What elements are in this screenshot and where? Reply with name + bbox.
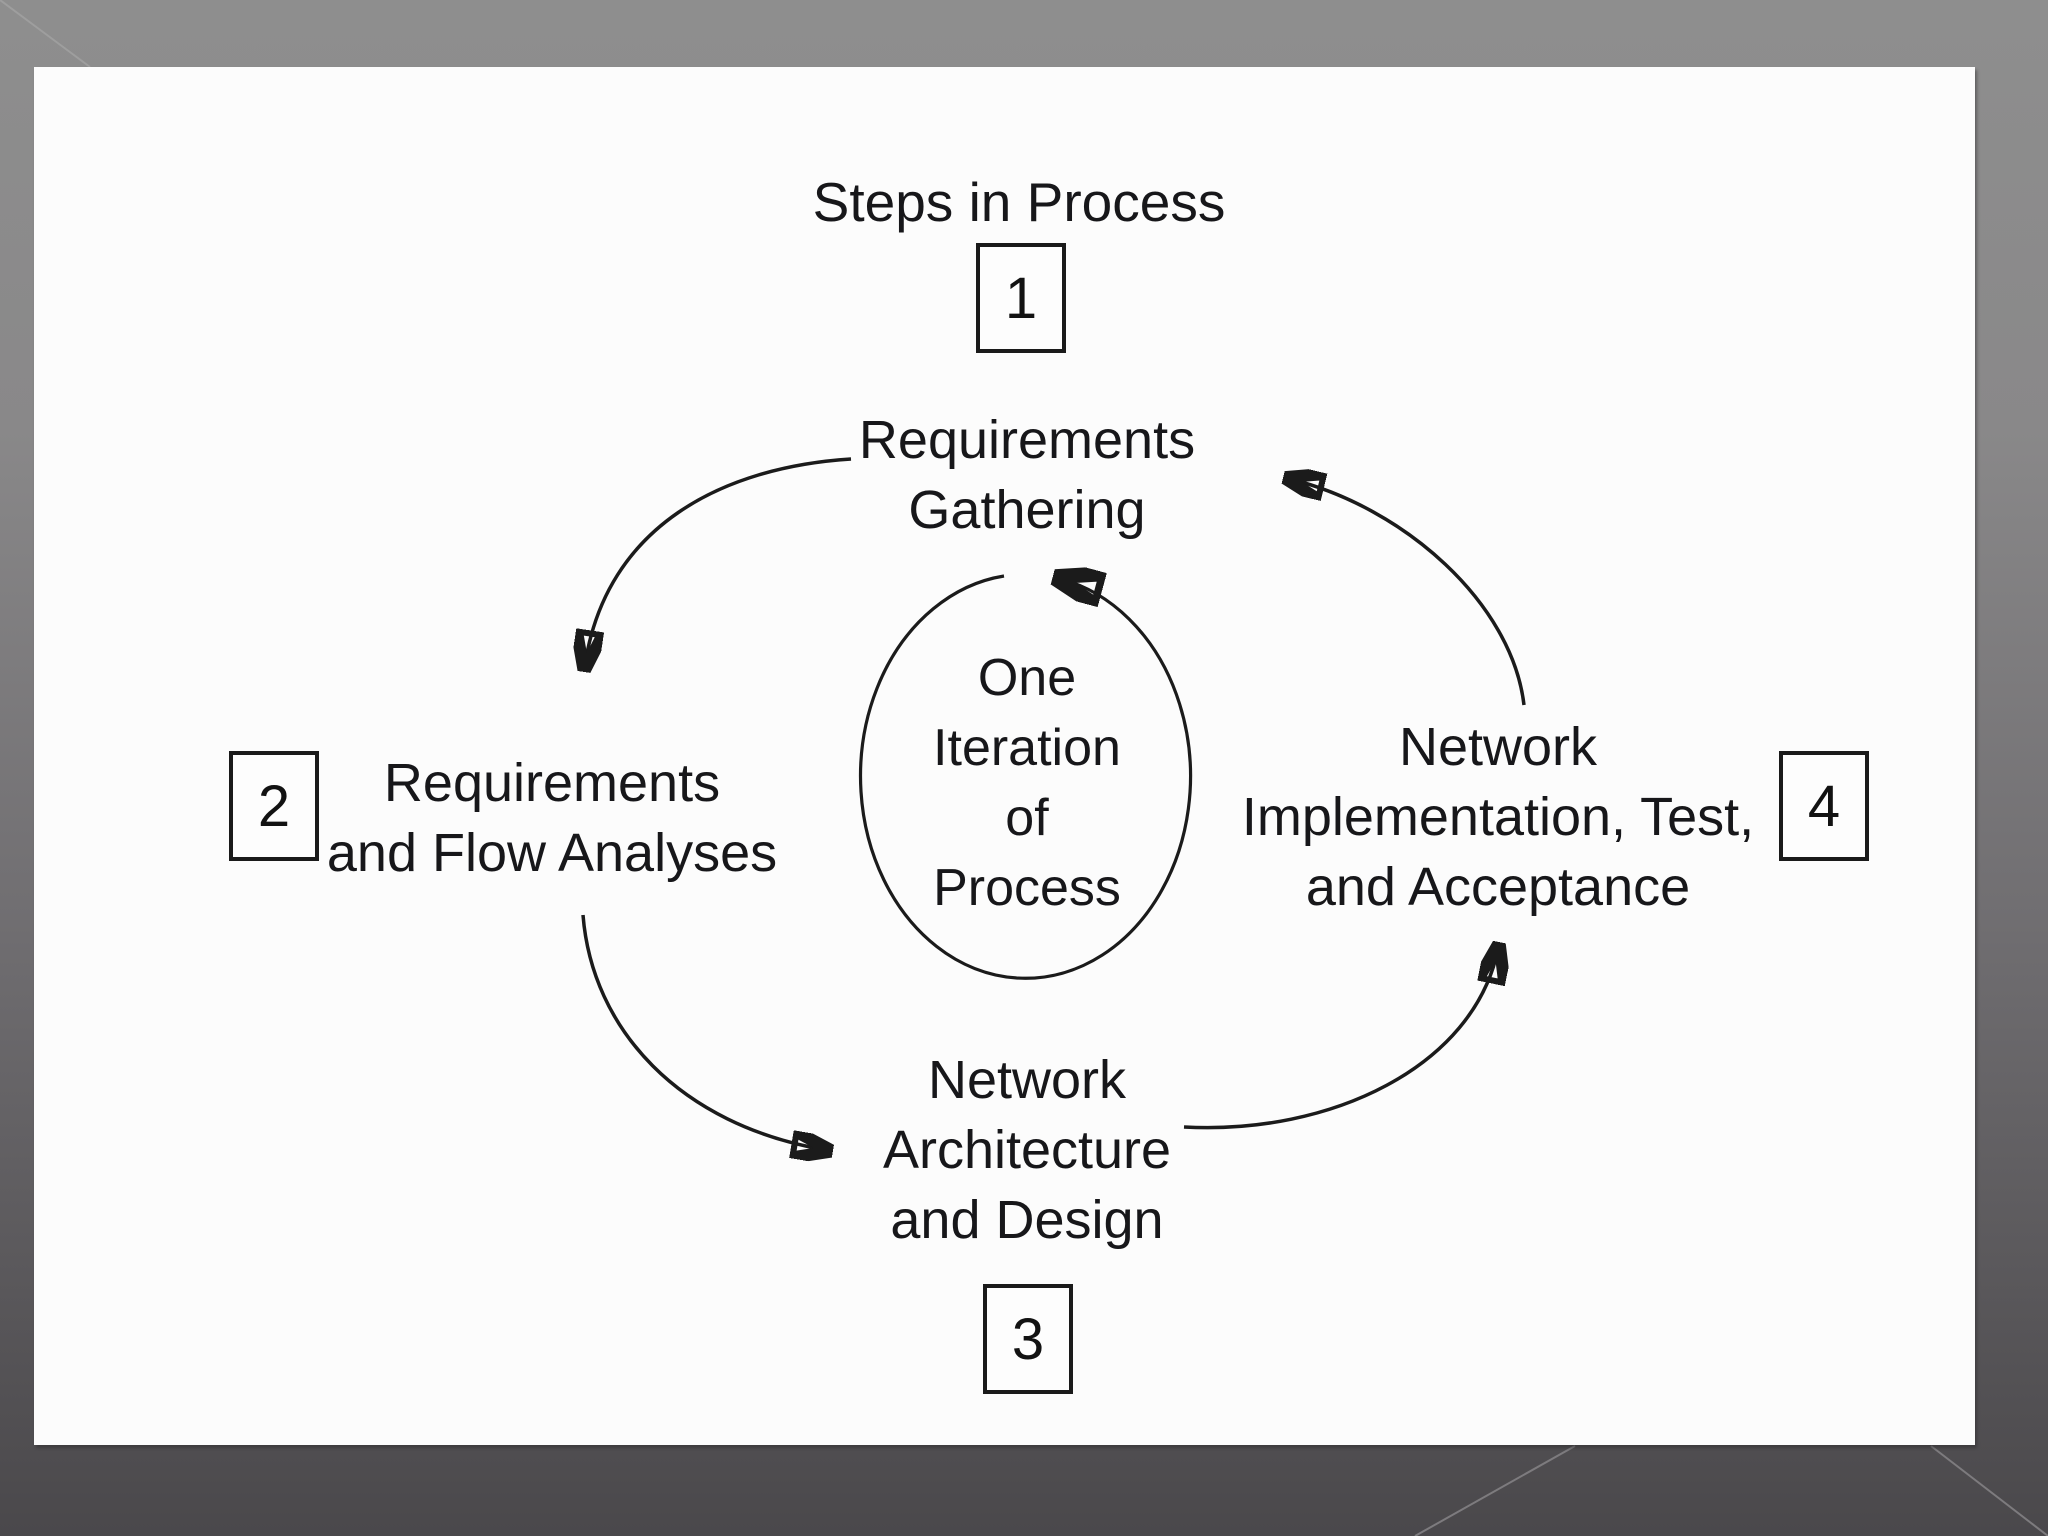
step-4-number: 4 xyxy=(1807,773,1841,839)
diagram-title: Steps in Process xyxy=(812,171,1226,233)
step-1-label-line-2: Gathering xyxy=(908,480,1146,540)
step-2-number-box: 2 xyxy=(229,751,319,861)
arrow-step3-to-step4 xyxy=(1183,949,1498,1130)
step-4-number-box: 4 xyxy=(1779,751,1869,861)
iteration-label-line-3: of xyxy=(1005,789,1049,847)
arrow-step2-to-step3 xyxy=(581,914,826,1150)
step-2-label-line-2: and Flow Analyses xyxy=(326,823,778,883)
step-3-number-box: 3 xyxy=(983,1284,1073,1394)
crease-line-bottom-center xyxy=(1414,1445,1576,1536)
step-2-number: 2 xyxy=(257,773,291,839)
step-4-label-line-2: Implementation, Test, xyxy=(1241,787,1755,847)
iteration-circle-arrow xyxy=(858,576,1193,980)
arrow-step4-to-step1 xyxy=(1290,479,1526,706)
step-3-label-line-3: and Design xyxy=(890,1190,1164,1250)
step-1-label: Requirements Gathering xyxy=(859,405,1195,545)
step-3-label-line-2: Architecture xyxy=(882,1120,1172,1180)
iteration-label-line-1: One xyxy=(977,649,1077,707)
step-2-label: Requirements and Flow Analyses xyxy=(327,748,777,888)
process-cycle-arrows xyxy=(34,457,1526,1445)
crease-line-bottom-right xyxy=(1930,1445,2048,1536)
iteration-label-line-4: Process xyxy=(933,859,1121,917)
step-4-label: Network Implementation, Test, and Accept… xyxy=(1242,712,1754,922)
step-4-label-line-3: and Acceptance xyxy=(1305,857,1691,917)
step-3-number: 3 xyxy=(1011,1306,1045,1372)
step-1-number: 1 xyxy=(1004,265,1038,331)
step-2-label-line-1: Requirements xyxy=(383,753,721,813)
step-1-label-line-1: Requirements xyxy=(858,410,1196,470)
step-3-label: Network Architecture and Design xyxy=(883,1045,1171,1255)
step-1-number-box: 1 xyxy=(976,243,1066,353)
arrow-step1-to-step2 xyxy=(585,457,852,665)
step-3-label-line-1: Network xyxy=(927,1050,1127,1110)
step-4-label-line-1: Network xyxy=(1398,717,1598,777)
crease-line-top-left xyxy=(0,0,91,68)
iteration-label: One Iteration of Process xyxy=(933,643,1121,923)
slide-canvas: Steps in Process 1 2 3 4 Requirements Ga… xyxy=(34,67,1975,1445)
iteration-label-line-2: Iteration xyxy=(933,719,1121,777)
